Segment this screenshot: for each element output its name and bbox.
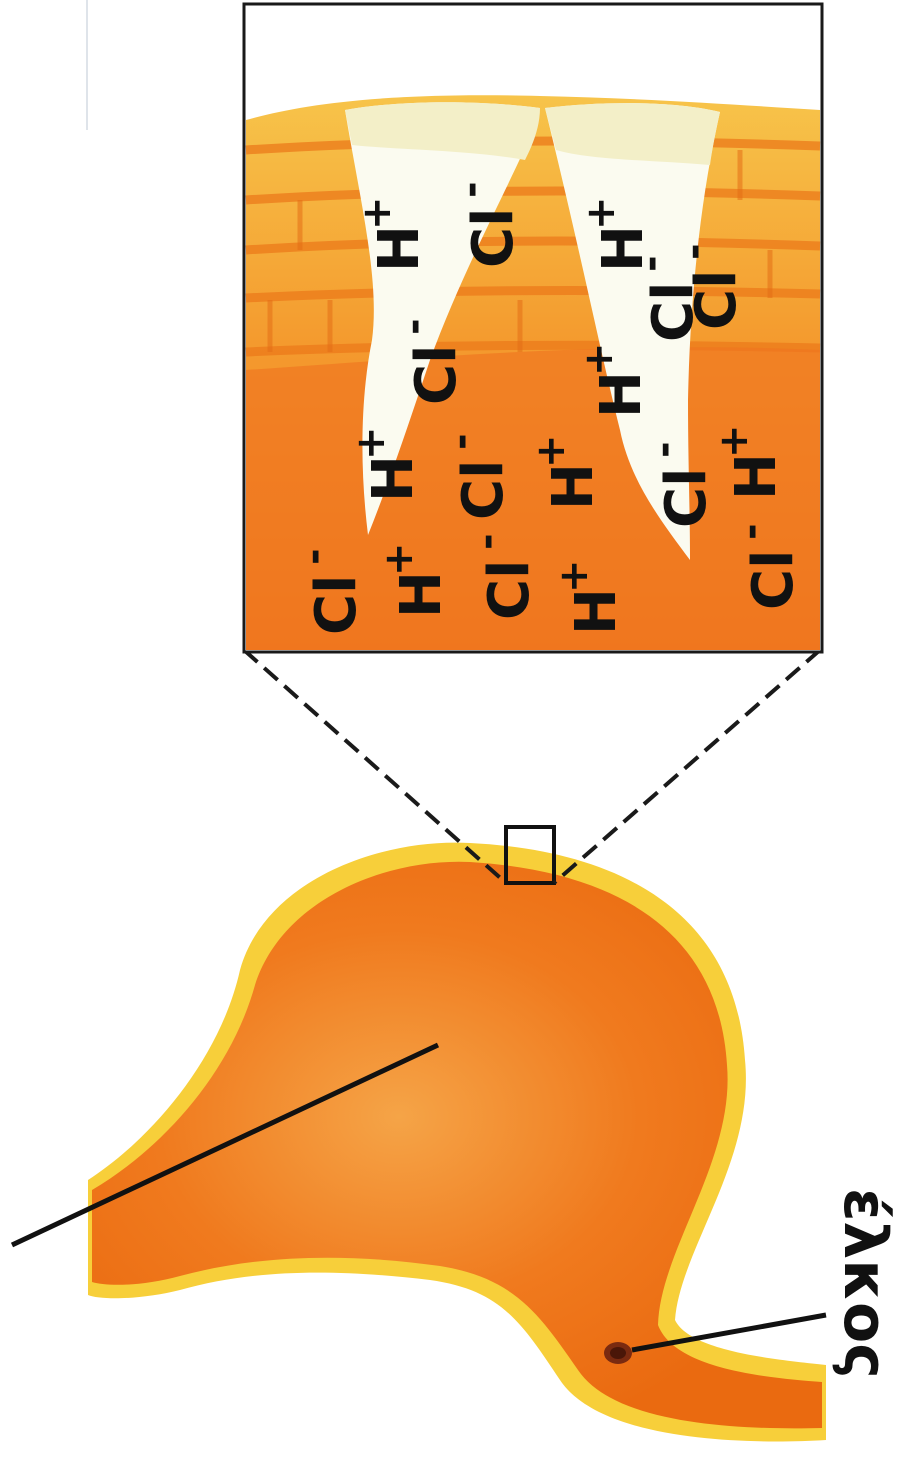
zoom-line-right [554, 650, 820, 883]
svg-text:+: + [376, 542, 422, 576]
svg-text:-: - [391, 318, 437, 335]
svg-text:-: - [464, 533, 510, 550]
svg-text:+: + [528, 434, 574, 468]
svg-text:Cl: Cl [461, 208, 526, 268]
svg-text:H: H [541, 463, 606, 510]
svg-text:H: H [589, 371, 654, 418]
svg-text:H: H [389, 571, 454, 618]
svg-text:H: H [724, 453, 789, 500]
svg-text:H: H [361, 455, 426, 502]
svg-text:+: + [711, 424, 757, 458]
svg-text:Cl: Cl [451, 460, 516, 520]
svg-text:-: - [448, 181, 494, 198]
ulcer-core [610, 1347, 626, 1359]
svg-text:-: - [641, 441, 687, 458]
svg-text:+: + [354, 196, 400, 230]
svg-text:Cl: Cl [684, 270, 749, 330]
svg-text:+: + [348, 426, 394, 460]
zoom-line-left [244, 650, 506, 883]
svg-text:Cl: Cl [741, 550, 806, 610]
svg-text:-: - [438, 433, 484, 450]
stomach [12, 827, 826, 1441]
svg-text:έλκος: έλκος [830, 1188, 900, 1379]
svg-text:Cl: Cl [304, 575, 369, 635]
svg-text:H: H [564, 588, 629, 635]
svg-text:+: + [551, 559, 597, 593]
svg-text:+: + [578, 196, 624, 230]
svg-text:+: + [576, 342, 622, 376]
svg-text:H: H [367, 225, 432, 272]
svg-text:Cl: Cl [477, 560, 542, 620]
ulcer-label: έλκος [830, 1188, 900, 1379]
svg-text:Cl: Cl [654, 468, 719, 528]
svg-text:-: - [671, 243, 717, 260]
svg-text:-: - [291, 548, 337, 565]
svg-text:-: - [628, 255, 674, 272]
svg-text:Cl: Cl [404, 345, 469, 405]
stomach-wall [92, 862, 822, 1429]
svg-text:-: - [728, 523, 774, 540]
